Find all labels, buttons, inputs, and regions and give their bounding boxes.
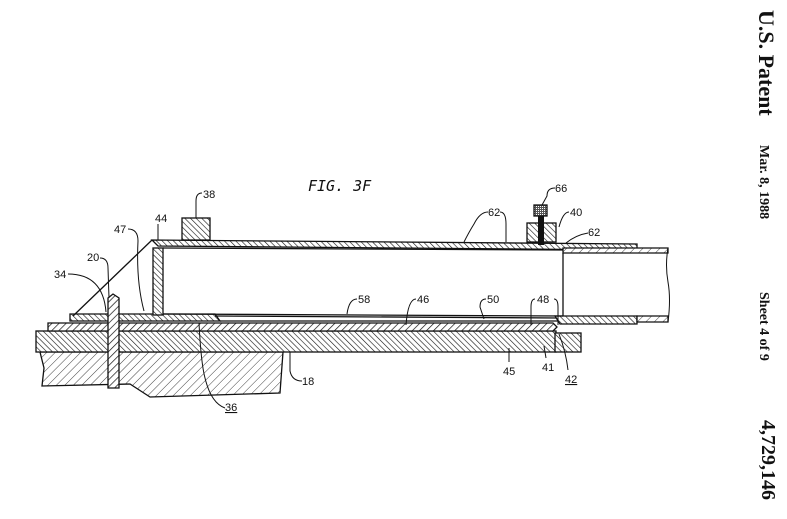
sleeve-bottom-left	[69, 313, 222, 322]
pipe-top-wall	[562, 247, 669, 254]
pin-20	[107, 293, 120, 389]
label-41: 41	[542, 362, 554, 374]
knob-66	[533, 204, 548, 217]
label-58: 58	[358, 294, 370, 306]
pipe-bottom-wall	[636, 315, 669, 323]
base-18	[39, 351, 284, 398]
label-46: 46	[417, 294, 429, 306]
label-34: 34	[54, 269, 66, 281]
header-sheet: Sheet 4 of 9	[756, 292, 771, 361]
strip-46	[47, 322, 558, 332]
header-patent-number: 4,729,146	[757, 420, 779, 500]
diagonal-edge	[72, 239, 153, 317]
label-45: 45	[503, 366, 515, 378]
label-50: 50	[487, 294, 499, 306]
label-48: 48	[537, 294, 549, 306]
label-42: 42	[565, 374, 577, 386]
figure-title: FIG. 3F	[308, 177, 372, 195]
sleeve-bottom-right-48	[553, 315, 638, 325]
label-62b: 62	[588, 227, 600, 239]
label-66: 66	[555, 183, 567, 195]
tube-inner-top	[162, 247, 564, 251]
block-38	[181, 217, 211, 241]
label-44: 44	[155, 213, 167, 225]
header-title: U.S. Patent	[754, 10, 779, 116]
label-47: 47	[114, 224, 126, 236]
stem-66	[538, 215, 544, 245]
tube-inner-bottom	[162, 313, 564, 317]
label-20: 20	[87, 252, 99, 264]
label-18: 18	[302, 376, 314, 388]
pipe-break	[666, 247, 670, 323]
block-42	[554, 332, 582, 353]
liner-58	[214, 315, 561, 319]
header-date: Mar. 8, 1988	[756, 145, 771, 220]
label-38: 38	[203, 189, 215, 201]
wall-44	[152, 247, 164, 316]
label-62a: 62	[488, 207, 500, 219]
leader-36	[198, 322, 226, 409]
label-40: 40	[570, 207, 582, 219]
label-36: 36	[225, 402, 237, 414]
